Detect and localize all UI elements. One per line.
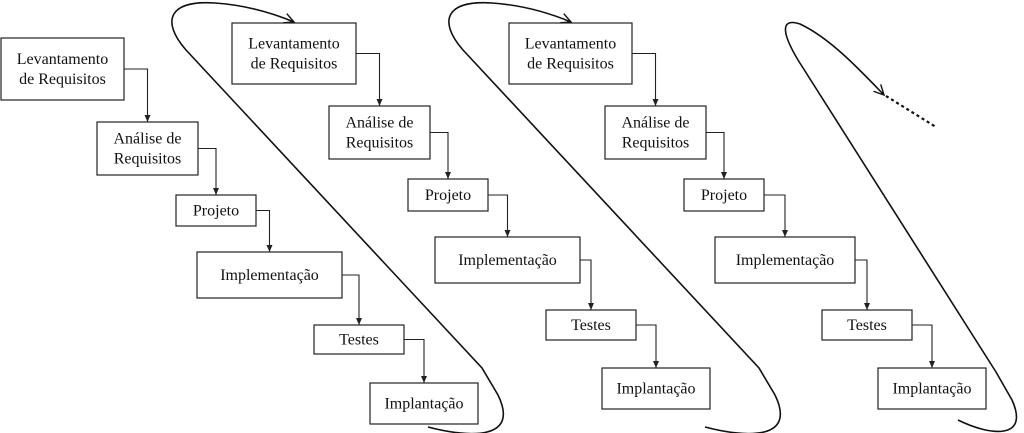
stage-box: [175, 194, 257, 227]
stage-box: [369, 382, 479, 425]
flow-arrow: [124, 68, 151, 122]
stage-label: Projeto: [193, 203, 239, 220]
feedback-loop-2: [448, 1, 782, 433]
flow-arrow: [256, 209, 273, 252]
stage-label: Testes: [339, 332, 379, 349]
stage-box: [604, 105, 707, 160]
stage-implementacao: Implementação: [714, 236, 856, 284]
stage-testes: Testes: [821, 309, 913, 341]
stage-box: [96, 121, 199, 176]
flow-arrow: [706, 131, 727, 179]
flow-arrow: [764, 194, 788, 237]
stage-box: [328, 105, 431, 160]
stage-label: Implementação: [458, 252, 557, 269]
stage-levantamento-de-requisitos: Levantamento de Requisitos: [508, 22, 633, 85]
stage-label: Levantamento: [525, 36, 617, 53]
stage-label: de Requisitos: [527, 56, 614, 73]
flow-arrow: [404, 338, 427, 383]
stage-label: Requisitos: [114, 151, 182, 168]
continuation-dots: [885, 95, 937, 128]
stage-box: [231, 22, 357, 85]
stage-implantacao: Implantação: [369, 382, 479, 425]
stage-box: [821, 309, 913, 341]
stage-box: [683, 178, 765, 212]
stage-box: [508, 22, 633, 85]
flow-arrow: [198, 147, 219, 195]
stage-implantacao: Implantação: [601, 367, 711, 410]
stage-label: Implantação: [384, 396, 463, 413]
stage-box: [196, 251, 343, 299]
stage-projeto: Projeto: [407, 178, 489, 212]
stage-analise-de-requisitos: Análise de Requisitos: [328, 105, 431, 160]
flow-arrow: [488, 194, 511, 237]
stage-label: de Requisitos: [251, 56, 338, 73]
stage-box: [714, 236, 856, 284]
stage-label: Implementação: [220, 267, 319, 284]
stage-testes: Testes: [313, 324, 405, 355]
feedback-loop-1: [171, 1, 505, 433]
stage-implantacao: Implantação: [877, 367, 987, 410]
stage-box: [313, 324, 405, 355]
stage-label: Análise de: [346, 115, 414, 132]
stage-label: Requisitos: [346, 135, 414, 152]
stage-box: [0, 37, 125, 101]
flow-arrow: [430, 131, 451, 179]
stage-implementacao: Implementação: [434, 236, 581, 284]
stage-analise-de-requisitos: Análise de Requisitos: [96, 121, 199, 176]
stage-projeto: Projeto: [683, 178, 765, 212]
stage-label: Implantação: [616, 381, 695, 398]
flow-arrow: [912, 324, 935, 368]
stage-box: [601, 367, 711, 410]
stage-testes: Testes: [545, 309, 637, 341]
stage-label: de Requisitos: [19, 71, 106, 88]
stage-label: Requisitos: [622, 135, 690, 152]
stage-implementacao: Implementação: [196, 251, 343, 299]
stage-levantamento-de-requisitos: Levantamento de Requisitos: [0, 37, 125, 101]
stage-box: [545, 309, 637, 341]
flow-arrow: [636, 324, 659, 368]
stage-projeto: Projeto: [175, 194, 257, 227]
stage-label: Levantamento: [248, 36, 340, 53]
stage-label: Análise de: [114, 131, 182, 148]
flow-arrow: [580, 259, 594, 310]
stage-label: Testes: [847, 317, 887, 334]
feedback-loop-3: [784, 21, 1018, 433]
stage-label: Implantação: [892, 381, 971, 398]
stage-label: Testes: [571, 317, 611, 334]
stage-analise-de-requisitos: Análise de Requisitos: [604, 105, 707, 160]
stage-label: Levantamento: [17, 51, 109, 68]
stage-levantamento-de-requisitos: Levantamento de Requisitos: [231, 22, 357, 85]
flow-arrow: [342, 274, 362, 325]
flow-arrow: [855, 259, 870, 310]
flow-arrow: [632, 52, 659, 106]
stage-label: Implementação: [736, 252, 835, 269]
stage-label: Projeto: [701, 187, 747, 204]
stage-label: Análise de: [622, 115, 690, 132]
stage-box: [434, 236, 581, 284]
flow-arrow: [356, 52, 383, 106]
stage-box: [877, 367, 987, 410]
stage-label: Projeto: [425, 187, 471, 204]
